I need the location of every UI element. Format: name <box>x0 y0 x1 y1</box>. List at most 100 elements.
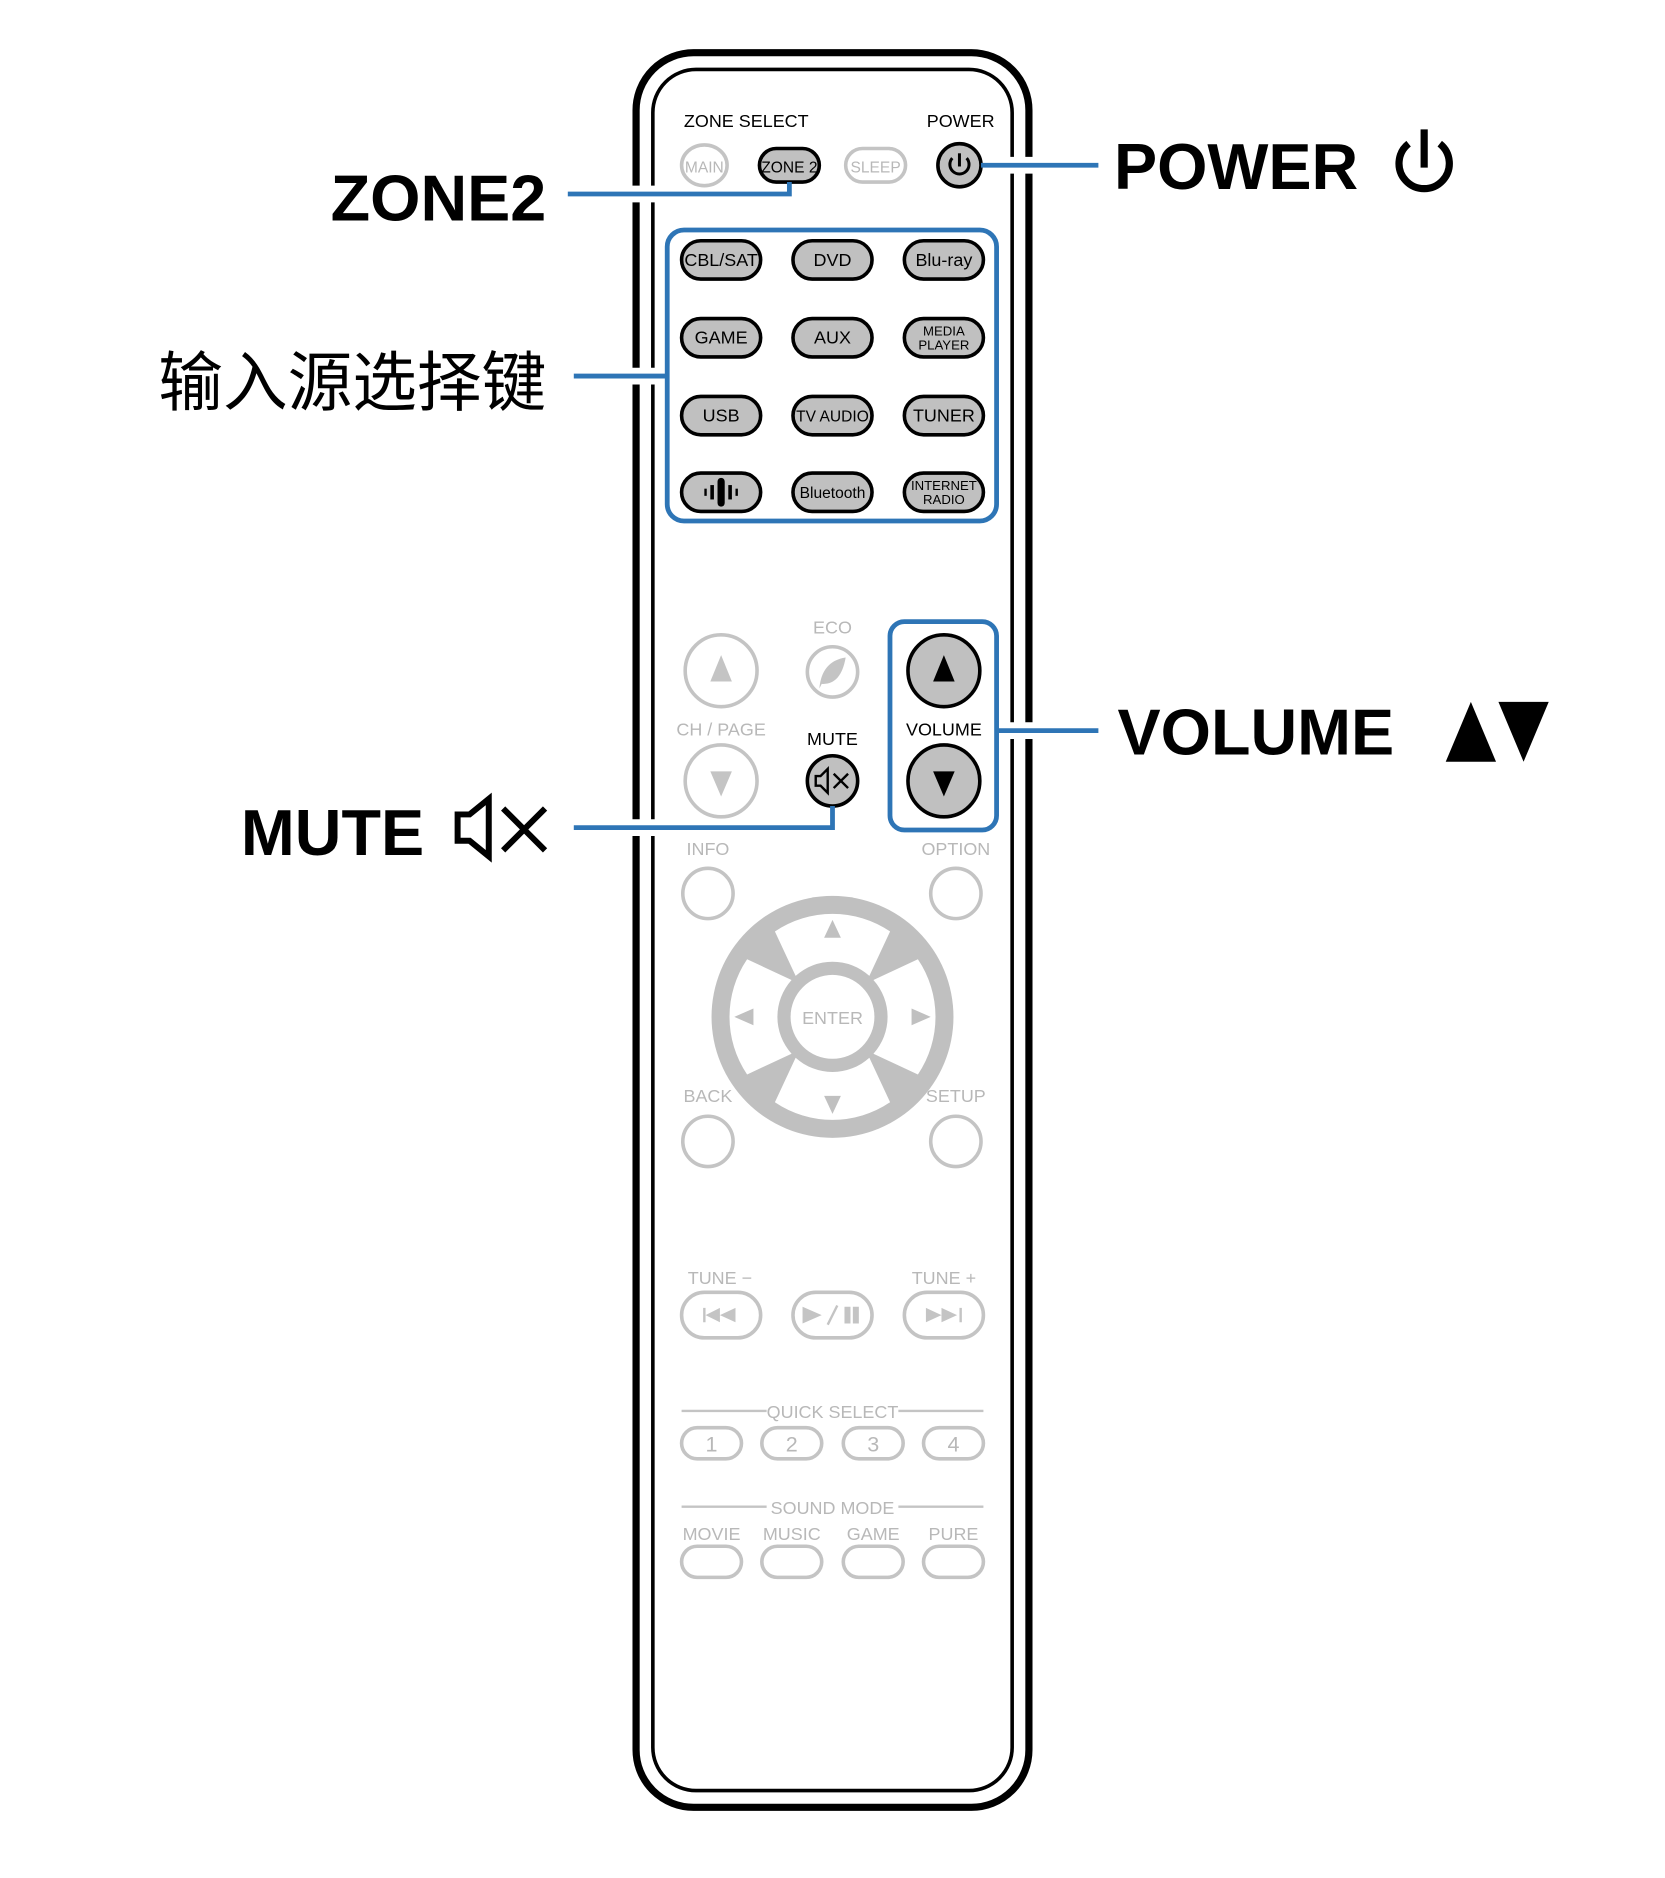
setup-label: SETUP <box>926 1086 986 1106</box>
quick-select-3-button[interactable]: 3 <box>841 1425 905 1461</box>
info-button[interactable] <box>680 866 735 921</box>
input-blu-ray-button[interactable]: Blu-ray <box>902 238 986 281</box>
down-pad-button[interactable] <box>774 1057 891 1120</box>
sound-mode-label: GAME <box>847 1524 900 1544</box>
button-label: TV AUDIO <box>796 409 869 426</box>
sound-mode-label: SOUND MODE <box>771 1498 895 1518</box>
button-label: TUNER <box>913 406 975 426</box>
sound-mode-label: MOVIE <box>683 1524 741 1544</box>
quick-select-number: 3 <box>867 1432 879 1457</box>
quick-select-4-button[interactable]: 4 <box>921 1425 986 1461</box>
svg-text:SLEEP: SLEEP <box>851 159 901 176</box>
mute-button[interactable] <box>805 753 860 808</box>
input-dvd-button[interactable]: DVD <box>791 238 874 281</box>
play-pause-button[interactable] <box>791 1290 874 1340</box>
quick-select-number: 4 <box>947 1432 959 1457</box>
sound-mode-label: PURE <box>929 1524 979 1544</box>
up-triangle-icon <box>710 655 732 682</box>
option-button[interactable] <box>928 866 983 921</box>
svg-text:ZONE 2: ZONE 2 <box>761 159 817 176</box>
input-keys-callout: 输入源选择键 <box>158 346 546 421</box>
quick-select-1-button[interactable]: 1 <box>679 1425 744 1461</box>
back-button[interactable] <box>680 1114 735 1169</box>
button-label-line2: RADIO <box>923 492 965 507</box>
mute-callout: MUTE <box>241 796 424 869</box>
power-icon <box>948 153 971 176</box>
button-label: Blu-ray <box>915 250 972 270</box>
input-usb-button[interactable]: USB <box>679 394 763 437</box>
channel-up-button[interactable] <box>683 632 759 709</box>
volume-highlight <box>887 619 999 833</box>
volume-down-button[interactable] <box>906 743 982 819</box>
previous-button[interactable] <box>679 1290 763 1340</box>
sound-mode-label: MUSIC <box>763 1524 821 1544</box>
eco-label: ECO <box>813 618 852 638</box>
sound-mode-game-button[interactable] <box>841 1544 905 1580</box>
sound-mode-pure-button[interactable] <box>921 1544 986 1580</box>
mute-callout-icon <box>454 792 548 863</box>
channel-down-button[interactable] <box>683 743 759 819</box>
power-callout-icon <box>1395 129 1453 193</box>
right-pad-button[interactable] <box>873 959 936 1075</box>
input-game-button[interactable]: GAME <box>679 316 763 359</box>
main-button[interactable]: MAIN <box>679 143 729 188</box>
option-label: OPTION <box>921 839 990 859</box>
back-label: BACK <box>683 1086 732 1106</box>
button-label: AUX <box>814 328 851 348</box>
enter-label: ENTER <box>802 1008 863 1028</box>
input-bluetooth-button[interactable]: Bluetooth <box>791 471 874 514</box>
quick-select-2-button[interactable]: 2 <box>760 1425 824 1461</box>
power-callout: POWER <box>1114 130 1358 203</box>
skip-forward-icon <box>925 1307 962 1323</box>
button-label-line2: PLAYER <box>918 338 969 353</box>
zone2-callout: ZONE2 <box>331 161 547 234</box>
ch-page-label: CH / PAGE <box>676 719 765 739</box>
down-triangle-icon <box>710 771 732 797</box>
input-cbl-sat-button[interactable]: CBL/SAT <box>679 238 763 281</box>
up-pad-button[interactable] <box>774 913 891 976</box>
quick-select-label: QUICK SELECT <box>767 1402 899 1422</box>
info-label: INFO <box>686 839 729 859</box>
remote-inner-border <box>651 67 1014 1793</box>
button-label: DVD <box>814 250 852 270</box>
sound-mode-music-button[interactable] <box>760 1544 824 1580</box>
volume-up-button[interactable] <box>906 632 982 709</box>
input-tv-audio-button[interactable]: TV AUDIO <box>791 394 874 437</box>
left-pad-button[interactable] <box>729 959 792 1075</box>
svg-text:MAIN: MAIN <box>685 159 724 176</box>
button-label: GAME <box>695 328 748 348</box>
zone2-leader-line <box>567 182 792 197</box>
mute-icon <box>814 766 849 796</box>
button-label-line1: MEDIA <box>923 323 965 338</box>
enter-button[interactable] <box>790 974 875 1059</box>
left-arrow-icon <box>734 1008 754 1026</box>
button-label: Bluetooth <box>800 485 866 502</box>
leaf-icon <box>819 657 846 689</box>
zone-select-label: ZONE SELECT <box>684 111 809 131</box>
input-aux-button[interactable]: AUX <box>791 316 874 359</box>
tune-minus-label: TUNE − <box>688 1268 752 1288</box>
volume-up-down-icon <box>1445 701 1549 762</box>
setup-button[interactable] <box>928 1114 983 1169</box>
input-tuner-button[interactable]: TUNER <box>902 394 986 437</box>
sound-mode-movie-button[interactable] <box>679 1544 744 1580</box>
power-label: POWER <box>927 111 995 131</box>
power-button[interactable] <box>936 141 983 189</box>
input-dts-virtual-button[interactable] <box>679 471 763 514</box>
next-button[interactable] <box>902 1290 986 1340</box>
dts-virtual-x-icon <box>704 477 738 507</box>
eco-button[interactable] <box>805 644 860 699</box>
zone2-button[interactable]: ZONE 2 <box>757 146 822 184</box>
volume-callout: VOLUME <box>1118 696 1395 769</box>
quick-select-number: 1 <box>706 1432 718 1457</box>
skip-back-icon <box>703 1307 736 1323</box>
down-arrow-icon <box>824 1095 841 1114</box>
button-label-line1: INTERNET <box>911 478 977 493</box>
right-arrow-icon <box>911 1008 931 1026</box>
direction-pad[interactable]: ENTER <box>711 895 954 1138</box>
volume-label: VOLUME <box>906 719 982 739</box>
sleep-button[interactable]: SLEEP <box>843 146 908 184</box>
